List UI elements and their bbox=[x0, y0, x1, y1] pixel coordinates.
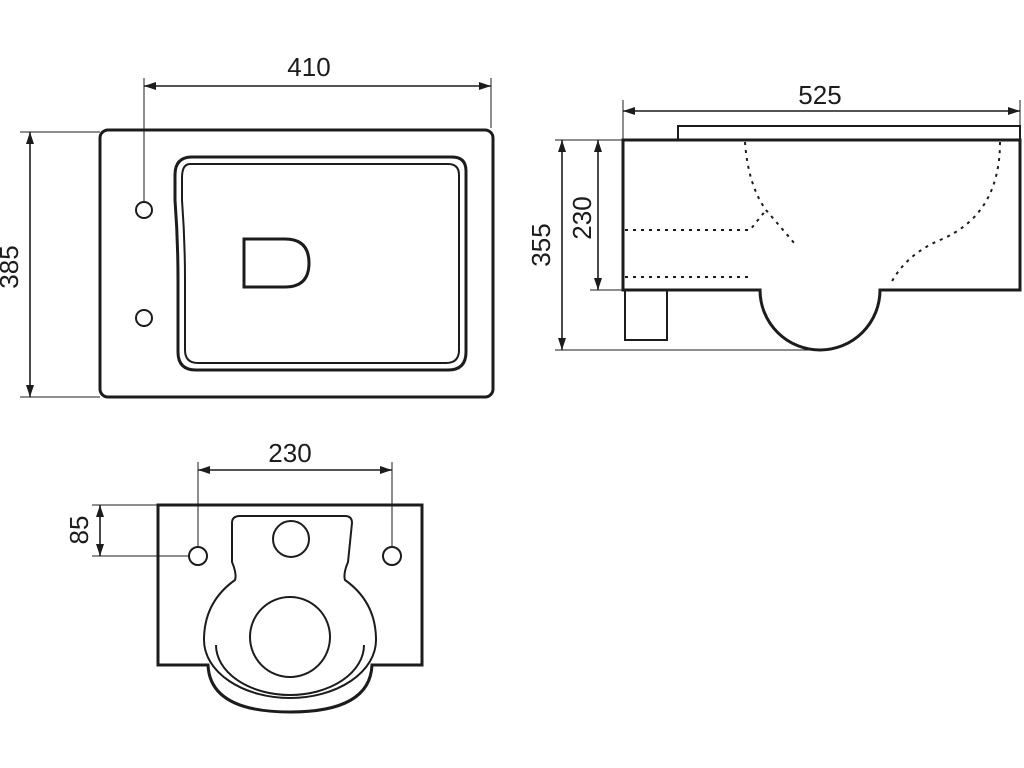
top-view-hinge-cutout bbox=[242, 237, 311, 289]
rear-spacing-label: 230 bbox=[268, 438, 311, 468]
rear-view-bolt-hole-left bbox=[188, 546, 208, 566]
rear-view-seat-outline bbox=[202, 515, 378, 699]
side-view-hidden-bowl-rear bbox=[889, 141, 1001, 286]
side-outlet-label: 230 bbox=[567, 196, 597, 239]
rear-view-outline bbox=[156, 503, 424, 714]
side-length-label: 525 bbox=[798, 80, 841, 110]
side-height-label: 355 bbox=[526, 223, 556, 266]
top-view: 410 385 bbox=[0, 52, 495, 399]
rear-view-seat-inner bbox=[215, 644, 365, 696]
top-depth-label: 385 bbox=[0, 245, 24, 288]
rear-view-flush-inlet bbox=[272, 520, 310, 558]
rear-view-bolt-hole-right bbox=[382, 546, 402, 566]
side-view-wall-outlet bbox=[624, 289, 668, 341]
rear-height-label: 85 bbox=[64, 516, 94, 545]
rear-view-outlet bbox=[249, 596, 331, 678]
top-view-outline bbox=[98, 128, 495, 399]
top-view-seat-inner bbox=[181, 163, 460, 364]
rear-view: 230 85 bbox=[64, 438, 424, 714]
side-view-hidden-trap bbox=[625, 209, 767, 231]
top-width-label: 410 bbox=[287, 52, 330, 82]
top-view-bolt-hole-lower bbox=[135, 309, 153, 327]
side-view: 525 355 230 bbox=[526, 80, 1022, 352]
top-view-bolt-hole-upper bbox=[135, 201, 153, 219]
side-view-seat-lid bbox=[677, 125, 1021, 141]
side-view-hidden-bowl bbox=[744, 141, 796, 245]
top-view-seat-lid bbox=[173, 155, 468, 372]
side-view-body bbox=[621, 138, 1022, 352]
